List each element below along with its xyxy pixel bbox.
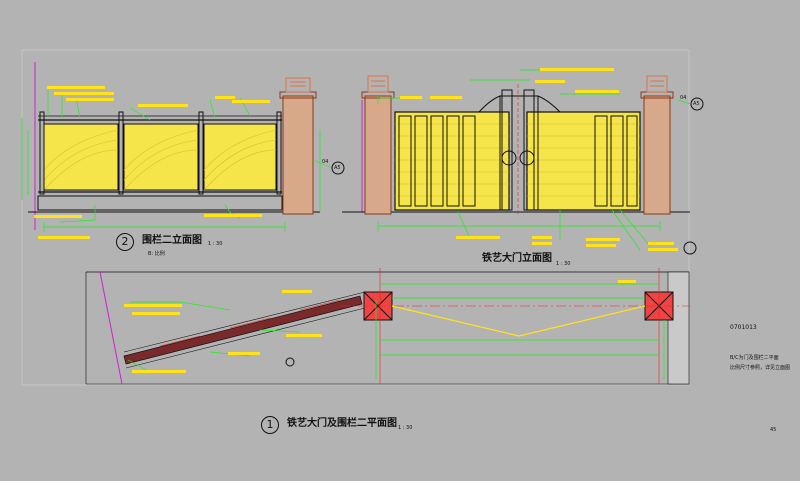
note-line-2: 比例尺寸参照，详见立面图	[730, 365, 791, 371]
gate-pier-right	[643, 95, 671, 215]
page-number: 45	[770, 427, 777, 433]
plan-view	[85, 268, 690, 385]
gate-view-scale: 1 : 30	[556, 261, 571, 267]
plan-view-number: 1	[261, 416, 279, 434]
note-line-1: B/C为门及围栏二平面	[730, 355, 779, 361]
plan-fence-run	[123, 295, 363, 365]
fence-panel-3	[203, 123, 277, 191]
fence-view-sublabel: B: 比例	[148, 251, 165, 257]
fence-view-number: 2	[116, 233, 134, 251]
gate-pier-left	[364, 95, 392, 215]
drawing-code: 0701013	[730, 324, 757, 331]
gate-leaf-right	[526, 111, 641, 211]
plan-view-scale: 1 : 30	[398, 425, 413, 431]
plan-view-title: 铁艺大门及围栏二平面图	[287, 418, 397, 429]
gate-elevation-view	[342, 68, 704, 255]
fence-panel-1	[43, 123, 119, 191]
gate-view-title: 铁艺大门立面图	[482, 253, 552, 264]
fence-section-tag: 04	[322, 159, 329, 165]
fence-pier	[282, 95, 314, 215]
fence-view-title: 围栏二立面图	[142, 235, 202, 246]
fence-view-scale: 1 : 30	[208, 241, 223, 247]
gate-leaf-left	[394, 111, 510, 211]
gate-section-sheet: A5	[693, 101, 700, 107]
gate-section-tag: 04	[680, 95, 687, 101]
sheet-frame	[21, 49, 690, 386]
fence-elevation-view	[21, 62, 345, 239]
fence-panel-2	[123, 123, 199, 191]
fence-section-sheet: A5	[334, 165, 341, 171]
